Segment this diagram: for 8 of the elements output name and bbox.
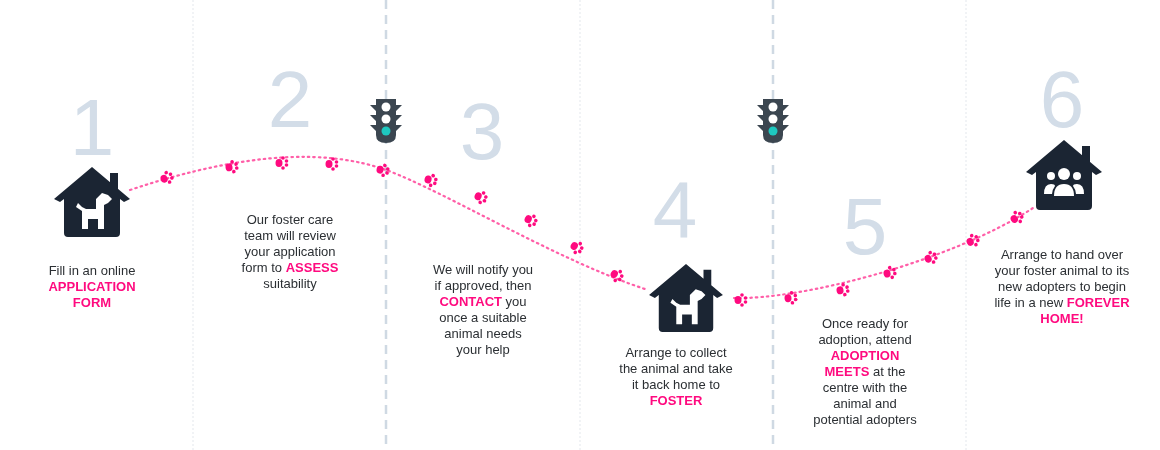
step-description: Arrange to hand over your foster animal to its new adopters to begin life in a new FOREVER HOME!	[993, 247, 1131, 327]
step-description: Our foster care team will review your application form to ASSESS suitability	[240, 212, 340, 292]
dotted-path	[732, 206, 1035, 300]
step-description: We will notify you if approved, then CONTACT you once a suitable animal needs your help	[431, 262, 535, 358]
house-dog-icon	[52, 165, 132, 237]
step-description: Once ready for adoption, attend ADOPTION MEETS at the centre with the animal and potential adopters	[812, 316, 918, 428]
step-description: Fill in an online APPLICATION FORM	[47, 263, 137, 311]
step-description: Arrange to collect the animal and take it back home to FOSTER	[618, 345, 734, 409]
